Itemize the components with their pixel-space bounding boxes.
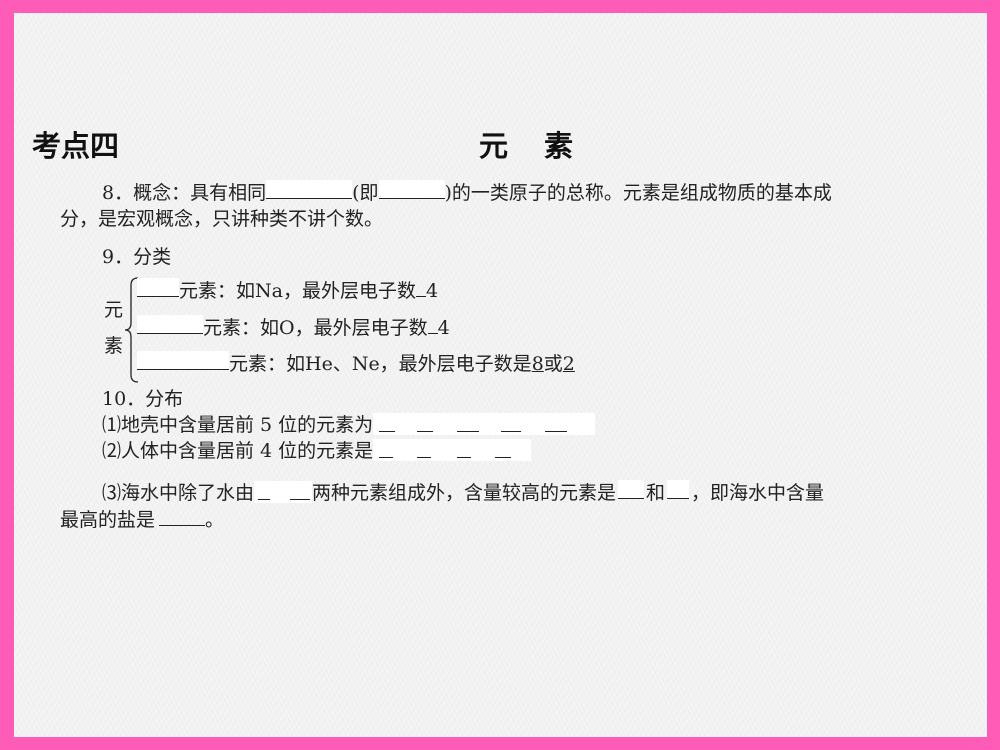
row-tail: 4: [425, 280, 439, 302]
item-text-prefix: ⑶海水中除了水由: [102, 482, 255, 504]
distribution-item-seawater: ⑶海水中除了水由 两种元素组成外，含量较高的元素是 和 ，即海水中含量: [102, 480, 824, 505]
classification-row-nonmetal: 元素：如O，最外层电子数 4: [137, 315, 450, 340]
brace-label-top: 元: [104, 299, 124, 321]
blank-noble-gas: [137, 351, 229, 370]
row-text: 元素：如O，最外层电子数: [203, 317, 428, 339]
row-text: 元素：如He、Ne，最外层电子数是: [229, 353, 532, 375]
row-tail-a: 8: [531, 353, 544, 375]
distribution-item-crust: ⑴地壳中含量居前 5 位的元素为: [102, 413, 596, 437]
distribution-item-body: ⑵人体中含量居前 4 位的元素是: [102, 439, 532, 463]
item-text-prefix: 最高的盐是: [60, 509, 156, 531]
item-text-and: 和: [646, 482, 666, 504]
blanks-crust-elements: [373, 413, 596, 435]
classification-title: 9．分类: [102, 246, 172, 268]
concept-line-2: 分，是宏观概念，只讲种类不讲个数。: [60, 208, 384, 230]
classification-row-noble-gas: 元素：如He、Ne，最外层电子数是8或2: [137, 351, 575, 376]
item-text-suffix: ，即海水中含量: [691, 482, 825, 504]
concept-text-mid: (即: [352, 182, 379, 204]
row-joiner: 或: [543, 353, 563, 375]
concept-line-1: 8．概念：具有相同 (即 )的一类原子的总称。元素是组成物质的基本成: [102, 180, 832, 205]
row-tail-b: 2: [562, 353, 575, 375]
blank-comparison: [427, 315, 438, 334]
item-text: ⑵人体中含量居前 4 位的元素是: [102, 440, 374, 462]
blank-seawater-element-2: [667, 480, 690, 499]
blank-comparison: [415, 278, 426, 297]
section-heading-title: 元素: [479, 129, 610, 163]
item-text-suffix: 。: [205, 509, 225, 531]
blank-nonmetal: [137, 315, 203, 334]
curly-brace-icon: [124, 277, 139, 383]
blank-seawater-element-1: [618, 480, 645, 499]
classification-row-metal: 元素：如Na，最外层电子数 4: [137, 278, 438, 303]
row-text: 元素：如Na，最外层电子数: [179, 280, 416, 302]
element-classification-brace: 元 素: [104, 275, 144, 385]
blank-metal: [137, 278, 179, 297]
section-heading-number: 考点四: [32, 129, 120, 163]
item-text: ⑴地壳中含量居前 5 位的元素为: [102, 414, 374, 436]
item-text-mid: 两种元素组成外，含量较高的元素是: [312, 482, 617, 504]
blanks-water-elements: [254, 481, 313, 503]
brace-label-bottom: 素: [104, 335, 124, 357]
concept-text-suffix: )的一类原子的总称。元素是组成物质的基本成: [444, 182, 832, 204]
distribution-title: 10．分布: [102, 388, 184, 410]
row-tail: 4: [437, 317, 450, 339]
blank-nuclear-charge: [266, 180, 353, 199]
blank-proton-number: [378, 180, 445, 199]
slide-canvas: 考点四 元素 8．概念：具有相同(即)的一类原子的总称。元素是组成物质的基本成 …: [14, 13, 987, 737]
distribution-item-seawater-line2: 最高的盐是 。: [60, 507, 224, 532]
blank-most-abundant-salt: [159, 507, 206, 526]
blanks-body-elements: [373, 439, 532, 461]
concept-text-prefix: 8．概念：具有相同: [102, 182, 267, 204]
